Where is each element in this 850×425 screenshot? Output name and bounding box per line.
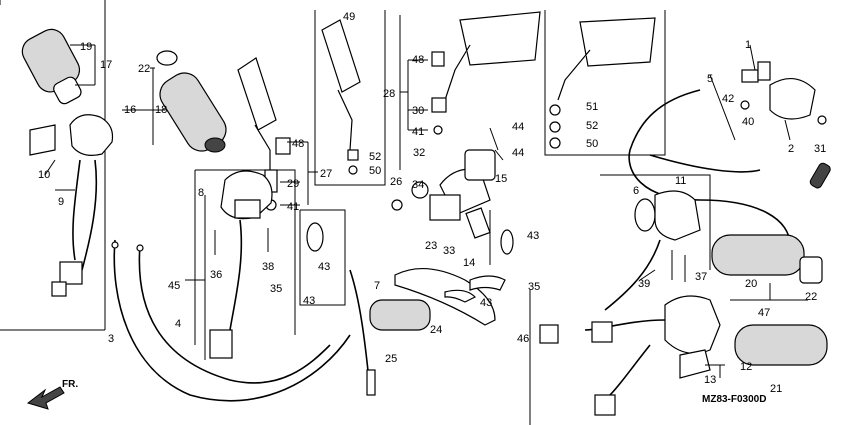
callout-22-right: 22: [805, 291, 817, 303]
callout-24: 24: [430, 324, 442, 336]
right-switch-box: [209, 170, 273, 359]
callout-39: 39: [638, 278, 650, 290]
callout-32: 32: [413, 147, 425, 159]
front-direction-indicator: FR.: [26, 379, 78, 410]
callout-47: 47: [758, 307, 770, 319]
callout-52-center: 52: [369, 151, 381, 163]
callout-35-right: 35: [528, 281, 540, 293]
callout-4: 4: [175, 318, 181, 330]
callout-15: 15: [495, 173, 507, 185]
callout-51: 51: [586, 101, 598, 113]
callout-36: 36: [210, 269, 222, 281]
callout-6: 6: [633, 185, 639, 197]
callout-22-left: 22: [138, 63, 150, 75]
left-switch: [29, 114, 114, 297]
callout-11: 11: [675, 175, 686, 187]
callout-16: 16: [124, 104, 136, 116]
callout-48-left: 48: [292, 138, 304, 150]
callout-40: 40: [742, 116, 754, 128]
callout-41-right: 41: [412, 126, 424, 138]
callout-17: 17: [100, 59, 112, 71]
callout-7: 7: [374, 280, 380, 292]
left-grip-assembly: [21, 28, 227, 153]
callout-14: 14: [463, 257, 475, 269]
callout-labels: 1 2 3 4 5 6 7 8 9 10 11 12 13 14 15 16 1…: [38, 11, 826, 395]
callout-48-right: 48: [412, 54, 424, 66]
callout-19: 19: [80, 41, 92, 53]
callout-44-a: 44: [512, 121, 524, 133]
callout-26: 26: [390, 176, 402, 188]
right-mirror-lower: [549, 17, 656, 149]
callout-5: 5: [707, 73, 713, 85]
callout-3: 3: [108, 333, 114, 345]
callout-34: 34: [412, 179, 424, 191]
callout-43-a: 43: [318, 261, 330, 273]
direction-label: FR.: [62, 379, 78, 390]
callout-1: 1: [745, 39, 751, 51]
callout-23: 23: [425, 240, 437, 252]
callout-43-d: 43: [527, 230, 539, 242]
callout-46: 46: [517, 333, 529, 345]
drawing-code: MZ83-F0300D: [702, 394, 766, 405]
callout-27: 27: [320, 168, 332, 180]
callout-25: 25: [385, 353, 397, 365]
callout-37: 37: [695, 271, 707, 283]
callout-10: 10: [38, 169, 50, 181]
right-switch: [604, 190, 701, 311]
callout-33: 33: [443, 245, 455, 257]
callout-30: 30: [412, 105, 424, 117]
callout-43-c: 43: [480, 297, 492, 309]
harness-5: [628, 61, 831, 246]
callout-41-left: 41: [287, 201, 299, 213]
center-mirror: [321, 19, 361, 175]
callout-13: 13: [704, 374, 716, 386]
callout-49: 49: [343, 11, 355, 23]
lower-switch: [539, 295, 721, 416]
right-grips: [711, 234, 828, 366]
brake-master-cylinder: [306, 127, 514, 396]
cables-3-4: [111, 239, 351, 402]
callout-50-right: 50: [586, 138, 598, 150]
callout-2: 2: [788, 143, 794, 155]
right-mirror-upper: [431, 11, 541, 135]
callout-18: 18: [155, 104, 167, 116]
callout-12: 12: [740, 361, 752, 373]
callout-29: 29: [287, 178, 299, 190]
callout-50-center: 50: [369, 165, 381, 177]
callout-9: 9: [58, 196, 64, 208]
callout-42: 42: [722, 93, 734, 105]
callout-8: 8: [198, 187, 204, 199]
callout-38: 38: [262, 261, 274, 273]
callout-43-b: 43: [303, 295, 315, 307]
leader-lines: [44, 44, 808, 378]
callout-31: 31: [814, 143, 826, 155]
callout-45: 45: [168, 280, 180, 292]
callout-28: 28: [383, 88, 395, 100]
callout-52-right: 52: [586, 120, 598, 132]
callout-44-b: 44: [512, 147, 524, 159]
left-mirror: [237, 57, 291, 211]
callout-20: 20: [745, 278, 757, 290]
callout-35-left: 35: [270, 283, 282, 295]
callout-21: 21: [770, 383, 782, 395]
